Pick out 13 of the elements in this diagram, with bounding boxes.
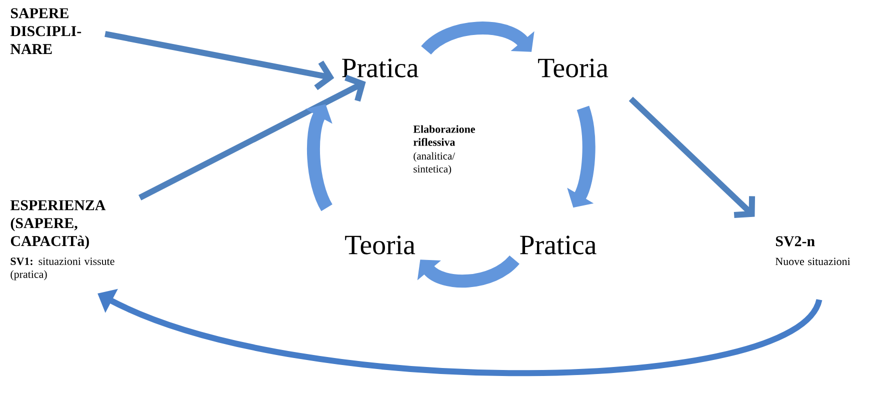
cycle-word: Pratica xyxy=(342,58,418,78)
cycle-word: Teoria xyxy=(345,236,416,254)
cycle-word: Teoria xyxy=(538,58,608,78)
caption-text: (analitica/ sintetica) xyxy=(414,152,456,175)
side-text: SAPERE DISCIPLI- NARE xyxy=(10,8,82,54)
side-text: SV2-n Nuove situazioni xyxy=(776,236,850,266)
caption-text: Elaborazione riflessiva xyxy=(413,125,476,146)
arrow xyxy=(104,30,334,90)
side-text: ESPERIENZA (SAPERE, CAPACITà) SV1: situazioni vissute (pratica) xyxy=(10,200,114,280)
arrow xyxy=(305,104,333,211)
cycle-word: Pratica xyxy=(520,236,596,254)
arrow xyxy=(138,74,366,200)
arrow xyxy=(628,96,756,218)
